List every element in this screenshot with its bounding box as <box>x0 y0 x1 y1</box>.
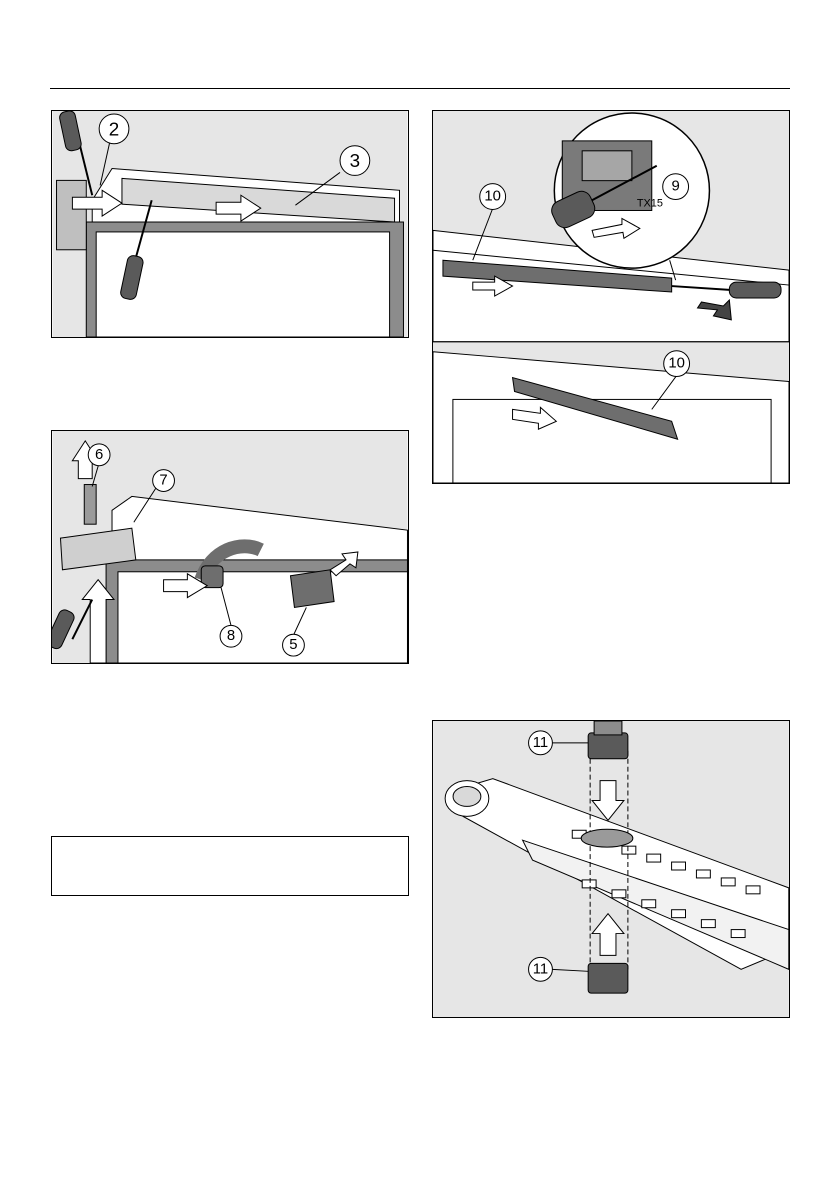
callout-8: 8 <box>227 628 235 644</box>
callout-9: 9 <box>671 179 679 195</box>
figure-hinge-removal: 6 7 8 5 <box>51 430 409 664</box>
figure-clips-drawing: 11 11 <box>433 721 789 1017</box>
figure-remove-cover-drawing: 2 3 <box>52 111 408 337</box>
callout-11-bottom: 11 <box>533 961 548 977</box>
callout-6: 6 <box>95 447 103 463</box>
note-box <box>51 836 409 896</box>
callout-10-upper: 10 <box>484 189 501 205</box>
callout-3: 3 <box>350 150 360 171</box>
figure-remove-cover: 2 3 <box>51 110 409 338</box>
callout-2: 2 <box>109 118 119 139</box>
figure-hinge-removal-drawing: 6 7 8 5 <box>52 431 408 663</box>
tool-label-tx15: TX15 <box>637 198 663 210</box>
callout-7: 7 <box>159 473 167 489</box>
figure-loosen-rail-drawing: 9 TX15 10 10 <box>433 111 789 483</box>
callout-11-top: 11 <box>533 735 548 751</box>
callout-5: 5 <box>289 637 297 653</box>
figure-loosen-rail: 9 TX15 10 10 <box>432 110 790 484</box>
header-rule <box>50 88 790 89</box>
callout-10-lower: 10 <box>668 356 685 372</box>
figure-clips: 11 11 <box>432 720 790 1018</box>
